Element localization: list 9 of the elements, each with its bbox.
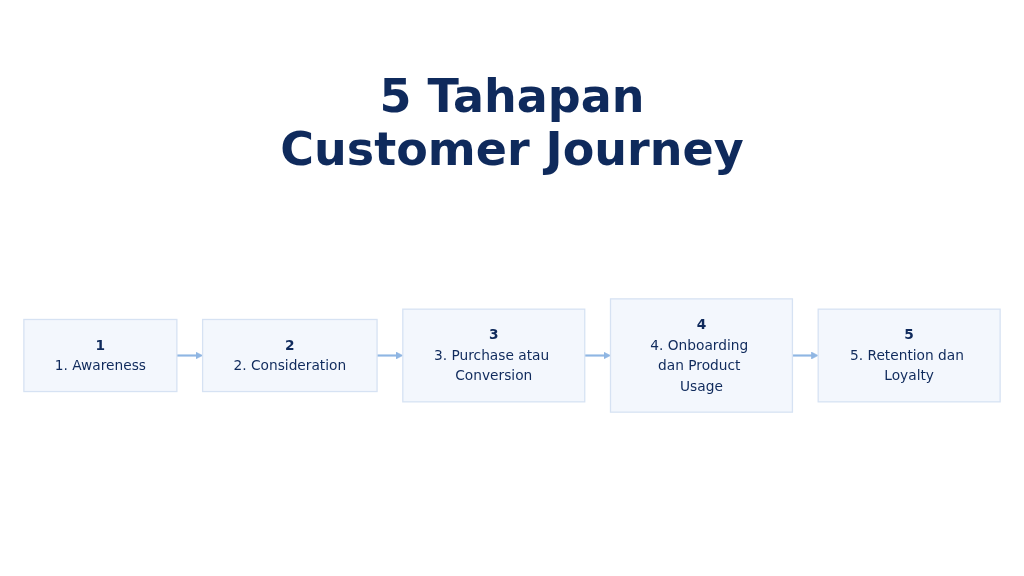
arrow <box>176 352 203 360</box>
title: 5 Tahapan Customer Journey <box>279 70 745 176</box>
node-box: 5 5. Retention dan Loyalty <box>817 308 1001 403</box>
arrow <box>792 352 819 360</box>
node-box: 1 1. Awareness <box>23 319 178 393</box>
node-box: 2 2. Consideration <box>201 319 378 393</box>
node-box: 4 4. Onboarding dan Product Usage <box>609 298 794 414</box>
node-box: 3 3. Purchase atau Conversion <box>402 308 586 403</box>
arrow <box>584 352 611 360</box>
